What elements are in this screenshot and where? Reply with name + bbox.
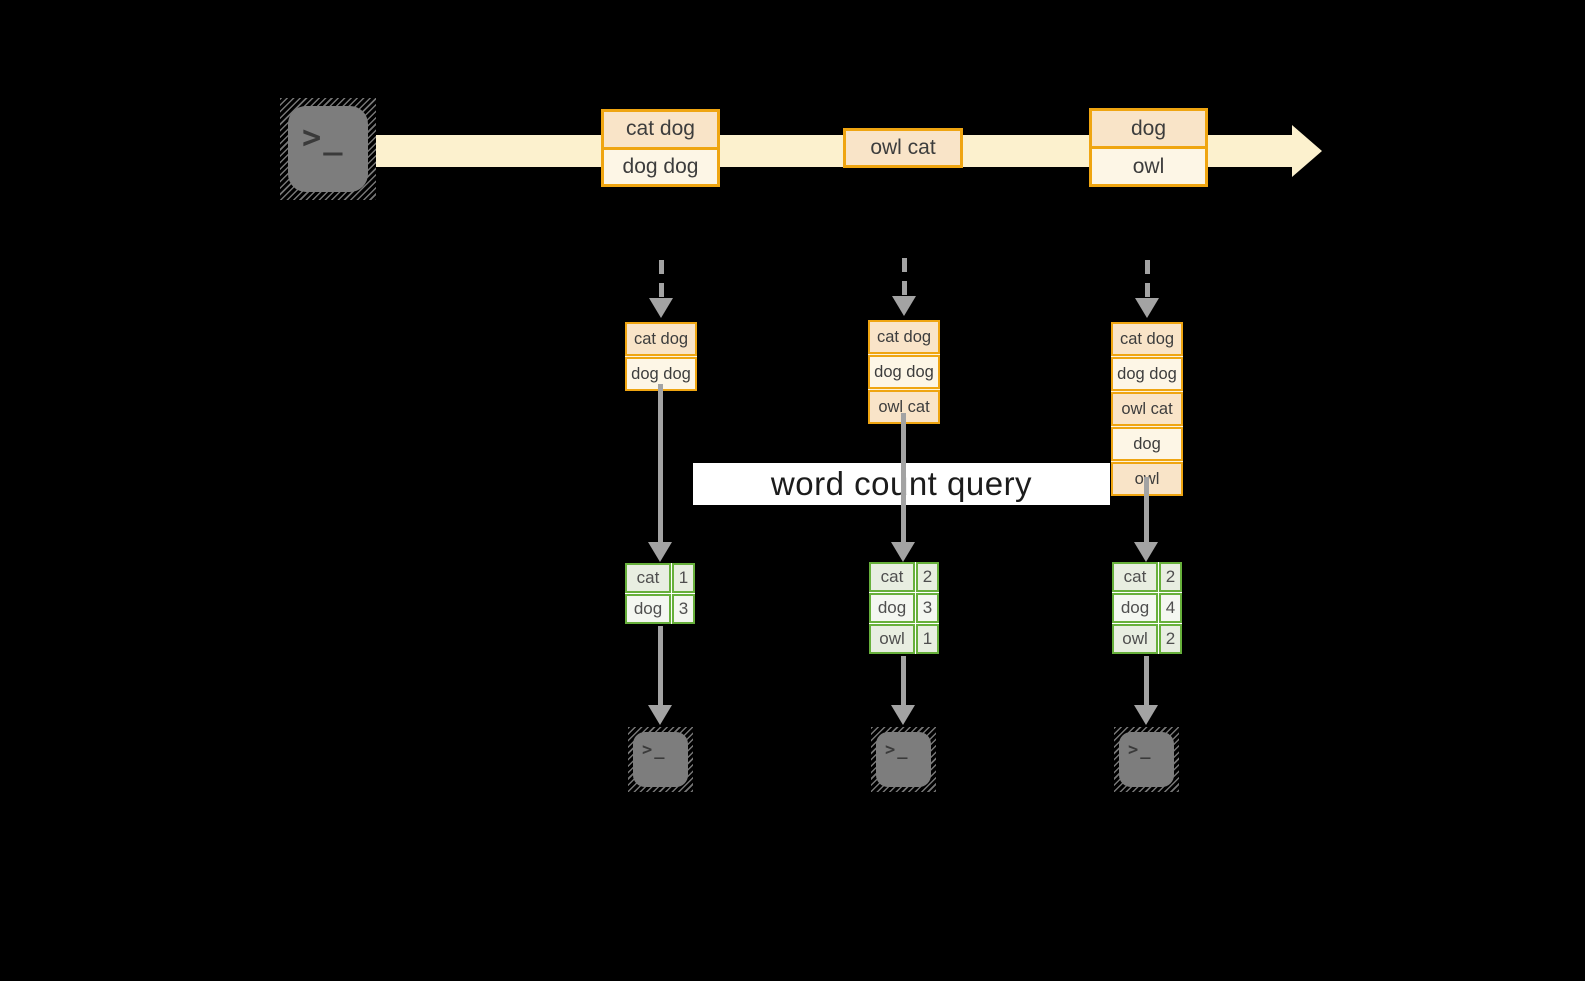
output-arrowhead-icon [1134,705,1158,725]
message-line: cat dog [604,112,717,147]
stream-message-3: dog owl [1089,108,1208,187]
buffer-row: dog dog [625,357,697,391]
ingest-arrow-dashed-2 [902,258,907,296]
buffer-row: owl cat [1111,392,1183,426]
count-value-cell: 2 [1159,562,1182,592]
table-row: dog 3 [869,593,939,623]
output-arrow-3 [1144,656,1149,705]
terminal-screen: >_ [288,106,368,192]
ingest-arrowhead-icon [1135,298,1159,318]
ingest-arrowhead-icon [892,296,916,316]
output-arrow-2 [901,656,906,705]
stream-arrowhead-icon [1292,125,1322,177]
count-value-cell: 1 [916,624,939,654]
ingest-arrow-dashed-3 [1145,260,1150,298]
stream-message-2: owl cat [843,128,963,168]
count-table-1: cat 1 dog 3 [625,563,695,624]
buffer-row: dog [1111,427,1183,461]
table-row: owl 1 [869,624,939,654]
table-row: cat 2 [869,562,939,592]
record-buffer-2: cat dog dog dog owl cat [868,320,940,424]
query-arrowhead-icon [648,542,672,562]
count-word-cell: dog [869,593,915,623]
record-buffer-1: cat dog dog dog [625,322,697,391]
stream-message-1: cat dog dog dog [601,109,720,187]
message-line: owl [1092,146,1205,184]
buffer-row: cat dog [1111,322,1183,356]
count-value-cell: 2 [1159,624,1182,654]
count-table-3: cat 2 dog 4 owl 2 [1112,562,1182,654]
count-value-cell: 3 [916,593,939,623]
count-value-cell: 1 [672,563,695,593]
output-arrowhead-icon [891,705,915,725]
ingest-arrow-dashed-1 [659,260,664,298]
table-row: dog 4 [1112,593,1182,623]
count-word-cell: cat [625,563,671,593]
count-table-2: cat 2 dog 3 owl 1 [869,562,939,654]
count-value-cell: 3 [672,594,695,624]
terminal-prompt-glyph: >_ [1128,740,1153,760]
terminal-prompt-glyph: >_ [642,740,667,760]
table-row: cat 2 [1112,562,1182,592]
terminal-icon: >_ [628,727,693,792]
terminal-screen: >_ [876,732,931,787]
record-buffer-3: cat dog dog dog owl cat dog owl [1111,322,1183,496]
count-value-cell: 4 [1159,593,1182,623]
count-word-cell: dog [1112,593,1158,623]
terminal-prompt-glyph: >_ [885,740,910,760]
message-line: dog [1092,111,1205,146]
table-row: owl 2 [1112,624,1182,654]
count-value-cell: 2 [916,562,939,592]
table-row: dog 3 [625,594,695,624]
terminal-icon: >_ [1114,727,1179,792]
count-word-cell: owl [1112,624,1158,654]
query-arrow-3 [1144,477,1149,542]
count-word-cell: owl [869,624,915,654]
ingest-arrowhead-icon [649,298,673,318]
query-arrowhead-icon [1134,542,1158,562]
terminal-prompt-glyph: >_ [302,118,345,156]
count-word-cell: cat [1112,562,1158,592]
buffer-row: dog dog [1111,357,1183,391]
terminal-icon: >_ [871,727,936,792]
count-word-cell: dog [625,594,671,624]
output-arrow-1 [658,626,663,705]
count-word-cell: cat [869,562,915,592]
terminal-screen: >_ [1119,732,1174,787]
terminal-icon: >_ [280,98,376,200]
terminal-screen: >_ [633,732,688,787]
buffer-row: cat dog [625,322,697,356]
query-arrow-2 [901,413,906,542]
query-arrowhead-icon [891,542,915,562]
message-line: dog dog [604,146,717,184]
buffer-row: dog dog [868,355,940,389]
output-arrowhead-icon [648,705,672,725]
query-arrow-1 [658,384,663,542]
buffer-row: cat dog [868,320,940,354]
table-row: cat 1 [625,563,695,593]
